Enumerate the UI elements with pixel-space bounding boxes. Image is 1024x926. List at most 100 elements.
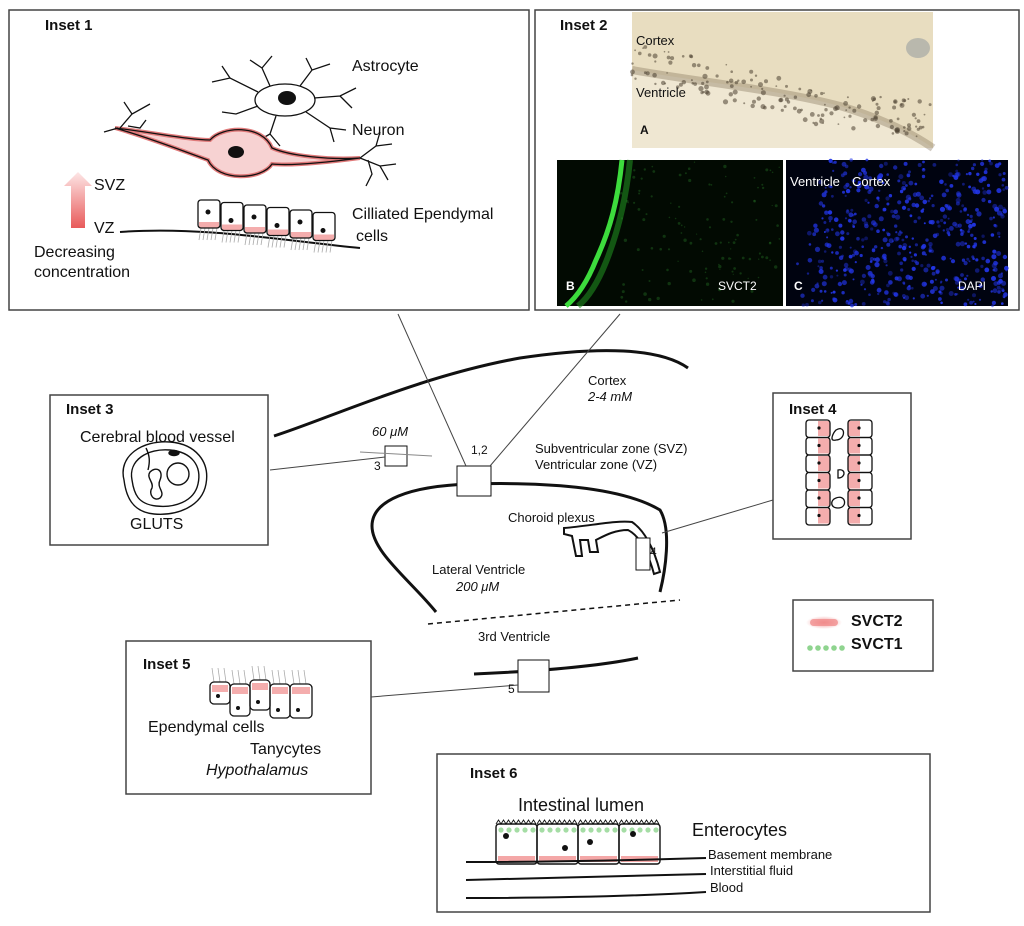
ependymal-cell — [289, 209, 313, 239]
marker-3: 3 — [374, 459, 381, 473]
neuron-drawing — [103, 101, 397, 187]
nucleus — [587, 839, 593, 845]
svct2-band — [212, 685, 228, 692]
svct2-band — [848, 508, 860, 524]
panel-a-label: A — [640, 123, 649, 137]
svct2-band — [272, 687, 288, 694]
gluts-label: GLUTS — [130, 516, 184, 533]
legend-svct1-swatch — [807, 645, 845, 651]
svct2-band — [268, 229, 288, 236]
legend-svct1-label: SVCT1 — [851, 636, 903, 653]
inset4-title: Inset 4 — [789, 401, 837, 418]
inset5-title: Inset 5 — [143, 656, 191, 673]
ependymal-cell — [243, 204, 267, 234]
nucleus — [857, 443, 861, 448]
micrograph-c-ventricle-label: Ventricle — [790, 174, 840, 189]
lateral-ventricle-label: Lateral Ventricle — [432, 562, 526, 577]
connector-lines — [269, 313, 774, 698]
svct2-band — [232, 687, 248, 694]
svct1-dot — [596, 827, 602, 833]
nucleus — [817, 513, 821, 518]
inset5-box — [125, 640, 372, 795]
hypothalamic-cell — [289, 683, 313, 719]
micrograph-a-ventricle-label: Ventricle — [636, 85, 686, 100]
svct1-dot — [621, 827, 627, 833]
nucleus — [857, 496, 861, 500]
nucleus — [296, 708, 300, 712]
svct1-dot — [530, 827, 536, 833]
nucleus — [274, 223, 280, 228]
svz-zone-label: Subventricular zone (SVZ) — [535, 441, 688, 456]
marker-4: 4 — [650, 545, 657, 559]
svct1-dot — [588, 827, 594, 833]
svz-label: SVZ — [94, 177, 126, 194]
svct2-band — [848, 421, 860, 436]
basement-membrane-label: Basement membrane — [708, 847, 833, 862]
neuron-label: Neuron — [352, 122, 405, 139]
svct2-band — [539, 856, 576, 862]
svct2-band — [292, 687, 310, 694]
nucleus — [251, 214, 257, 220]
marker-5: 5 — [508, 682, 515, 696]
hypothalamus-label: Hypothalamus — [206, 762, 309, 779]
microvilli — [618, 819, 660, 825]
blood-vessel-label: Cerebral blood vessel — [80, 429, 235, 446]
ependymal-cell — [805, 506, 831, 526]
svct1-dot — [612, 827, 618, 833]
ependymal-cell — [847, 506, 873, 526]
svct1-dot — [645, 827, 651, 833]
nucleus — [503, 833, 509, 839]
marker-1-2: 1,2 — [471, 443, 488, 457]
nucleus — [216, 694, 220, 698]
svct2-band — [245, 227, 265, 233]
svct1-dot — [522, 827, 528, 833]
nucleus — [228, 218, 234, 223]
svct1-dot — [547, 827, 553, 833]
ependymal-cell — [220, 201, 244, 232]
svct1-dot — [653, 827, 659, 833]
ciliated-cells-label: cells — [356, 228, 389, 245]
ependymal-cell — [197, 199, 221, 229]
panel-b-label: B — [566, 279, 575, 293]
svct1-dot — [580, 827, 586, 833]
svct2-band — [848, 473, 860, 489]
svct2-band — [818, 473, 830, 489]
ependymal-cells-inset1 — [119, 199, 361, 253]
svct2-band — [291, 232, 311, 238]
svct2-band — [848, 438, 860, 454]
inset6-box — [436, 753, 931, 913]
svct2-band — [818, 456, 830, 471]
astrocyte-drawing — [211, 55, 357, 147]
svct1-dot — [506, 827, 512, 833]
svct2-band — [818, 508, 830, 524]
nucleus — [297, 219, 303, 225]
tanycytes-label: Tanycytes — [250, 741, 322, 758]
choroid-plexus-label: Choroid plexus — [508, 510, 595, 525]
svct2-band — [818, 438, 830, 454]
svct2-band — [252, 683, 268, 690]
nucleus — [236, 706, 240, 710]
microvilli — [536, 819, 578, 825]
enterocyte-drawing — [495, 819, 661, 865]
legend-box — [792, 599, 934, 672]
ependymal-cell — [266, 206, 290, 237]
nucleus — [256, 700, 260, 704]
intestinal-lumen-label: Intestinal lumen — [518, 795, 645, 815]
ependymal-cells-label: Ependymal cells — [148, 719, 265, 736]
micrograph-a-cortex-label: Cortex — [636, 33, 675, 48]
nucleus — [276, 708, 280, 712]
nucleus — [857, 426, 861, 430]
vessel-concentration-label: 60 μM — [372, 424, 409, 439]
svct2-band — [580, 856, 617, 862]
nucleus — [817, 426, 821, 430]
svct1-dot — [604, 827, 610, 833]
inset6-title: Inset 6 — [470, 765, 518, 782]
legend-svct2-label: SVCT2 — [851, 613, 903, 630]
lateral-ventricle-concentration: 200 μM — [456, 579, 500, 594]
nucleus — [630, 831, 636, 837]
svct2-band — [199, 222, 219, 228]
svct2-stain-label: SVCT2 — [718, 279, 757, 293]
brain-schematic — [273, 349, 689, 693]
inset4-box — [772, 392, 912, 540]
